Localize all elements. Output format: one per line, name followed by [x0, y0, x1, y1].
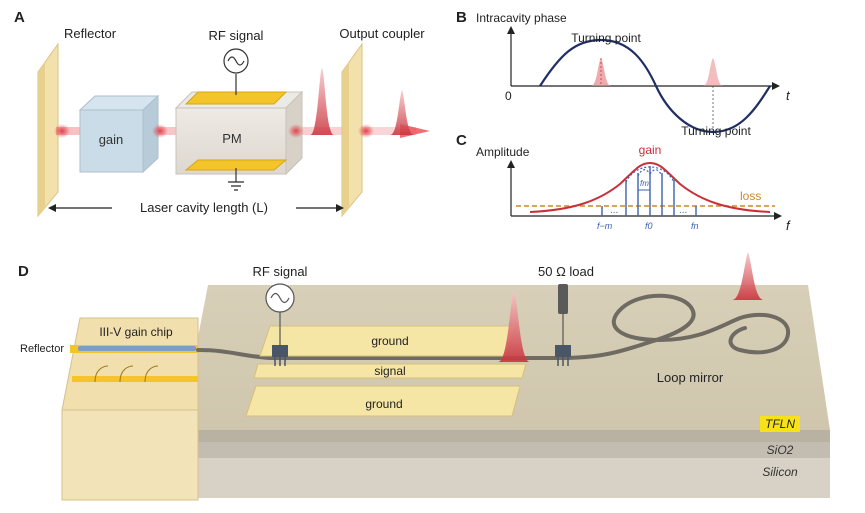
load-resistor-icon	[558, 284, 568, 314]
silicon-layer-label: Silicon	[762, 465, 798, 479]
panel-a: A Reflector gain PM	[14, 9, 430, 218]
panel-c-letter: C	[456, 132, 467, 149]
pm-label: PM	[222, 131, 242, 146]
panel-b-y-arrowhead	[507, 26, 515, 34]
beam-spot	[54, 124, 70, 138]
waveguide-pulse	[498, 290, 530, 362]
rf-probe: RF signal	[253, 264, 308, 366]
cavity-arrowhead-right	[336, 204, 344, 212]
gain-chip-waveguide	[78, 346, 196, 351]
current-arrow	[119, 365, 134, 383]
signal-label: signal	[374, 364, 405, 378]
probe-head	[272, 345, 288, 357]
tfln-highlight	[760, 416, 800, 432]
sine-icon	[227, 56, 245, 66]
phase-curve	[539, 38, 771, 134]
pm-block: PM	[174, 90, 304, 176]
freq-f0: f0	[645, 221, 653, 231]
panel-b-ylabel: Intracavity phase	[476, 11, 567, 25]
panel-d: D III-V gain chip Reflector ground signa…	[18, 252, 830, 501]
tfln-waveguide	[196, 293, 791, 360]
sio2-layer-label: SiO2	[767, 443, 794, 457]
ground-bottom-label: ground	[365, 397, 402, 411]
sine-icon	[270, 292, 290, 304]
silicon-layer	[180, 458, 830, 498]
reflector-edge	[38, 62, 45, 216]
ground-icon	[228, 168, 244, 191]
panel-b-xlabel: t	[786, 88, 791, 103]
tfln-layer-label: TFLN	[765, 417, 795, 431]
reflector-facet	[70, 345, 76, 353]
freq-fn: fn	[691, 221, 699, 231]
reflector-label-d: Reflector	[20, 343, 64, 355]
output-pulse-d	[732, 252, 764, 300]
cavity-arrowhead-left	[48, 204, 56, 212]
panel-d-letter: D	[18, 263, 29, 280]
turning-point-bottom-label: Turning point	[681, 124, 751, 138]
panel-c-x-arrowhead	[774, 212, 782, 220]
ellipsis-right: ...	[679, 205, 687, 216]
loop-mirror-label: Loop mirror	[657, 370, 724, 385]
panel-b-letter: B	[456, 9, 467, 26]
load-label: 50 Ω load	[538, 264, 594, 279]
rf-signal-label-a: RF signal	[209, 28, 264, 43]
coupling-arc	[649, 169, 663, 177]
panel-c-ylabel: Amplitude	[476, 145, 530, 159]
current-arrow	[94, 365, 109, 383]
beam-spot	[288, 124, 304, 138]
gain-front	[79, 109, 144, 173]
sio2-layer	[180, 442, 830, 458]
coupling-arc	[637, 169, 651, 177]
tfln-layer-edge	[180, 430, 830, 442]
gain-label: gain	[99, 132, 124, 147]
ellipsis-left: ...	[610, 205, 618, 216]
ground-electrode-bottom	[245, 385, 521, 417]
gain-chip-label: III-V gain chip	[99, 325, 173, 339]
pulse-bottom	[703, 58, 723, 86]
loss-label: loss	[740, 189, 761, 203]
rf-source-a: RF signal	[209, 28, 264, 95]
signal-electrode	[253, 363, 527, 379]
panel-b-origin: 0	[505, 89, 512, 103]
current-arrows	[94, 365, 159, 383]
gain-block: gain	[78, 94, 160, 174]
panel-b: B Intracavity phase 0 t Turning point Tu…	[456, 9, 791, 138]
output-coupler-edge	[342, 62, 349, 216]
load-probe: 50 Ω load	[538, 264, 594, 366]
output-pulse	[390, 90, 414, 135]
reflector-label: Reflector	[64, 26, 117, 41]
pm-top-electrode	[184, 91, 288, 105]
panel-c-xlabel: f	[786, 218, 791, 233]
gain-curve	[529, 161, 771, 213]
probe-head	[555, 345, 571, 357]
beam-spot	[358, 124, 374, 138]
freq-fm-top: fm	[640, 179, 649, 188]
pm-bottom-electrode	[184, 159, 288, 171]
panel-b-x-arrowhead	[772, 82, 780, 90]
cavity-length-label: Laser cavity length (L)	[140, 200, 268, 215]
turning-point-top-label: Turning point	[571, 31, 641, 45]
freq-fm-minus: f−m	[597, 221, 613, 231]
panel-c: C Amplitude f loss gain fm ... ..	[456, 132, 791, 233]
mode-lines	[601, 166, 697, 216]
gain-chip-electrode	[72, 376, 198, 382]
beam-spot	[152, 124, 168, 138]
current-arrow	[144, 365, 159, 383]
ground-top-label: ground	[371, 334, 408, 348]
panel-a-letter: A	[14, 9, 25, 26]
gain-curve-label: gain	[639, 143, 662, 157]
coupling-arc	[625, 166, 675, 183]
gain-chip-front	[61, 409, 199, 501]
intracavity-pulse	[310, 68, 334, 135]
panel-c-y-arrowhead	[507, 160, 515, 168]
output-coupler-label: Output coupler	[339, 26, 425, 41]
rf-signal-label-d: RF signal	[253, 264, 308, 279]
